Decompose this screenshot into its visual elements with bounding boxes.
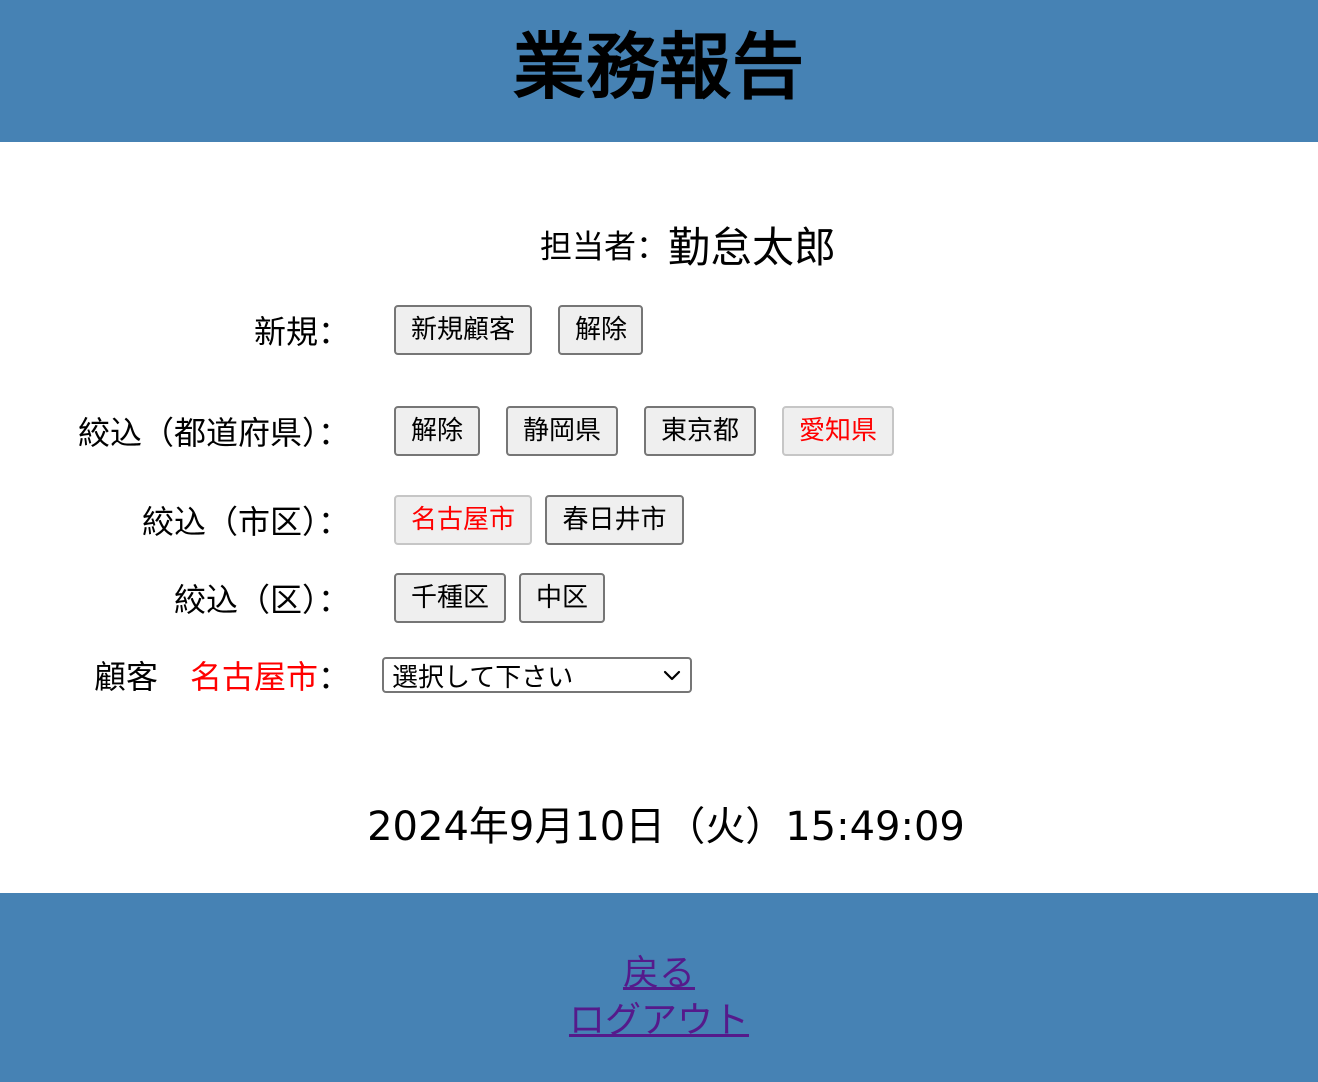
prefecture-filter-label: 絞込（都道府県）： [77,414,350,452]
customer-label: 顧客 名古屋市： [0,652,352,698]
new-buttons: 新規顧客 解除 [394,305,643,355]
city-nagoya-button[interactable]: 名古屋市 [394,495,532,545]
customer-label-suffix: ： [317,658,350,696]
city-filter-label: 絞込（市区）： [141,503,350,541]
prefecture-tokyo-button[interactable]: 東京都 [644,406,756,456]
ward-chikusa-button[interactable]: 千種区 [394,573,506,623]
new-label: 新規： [253,313,350,351]
city-buttons: 名古屋市 春日井市 [394,495,684,545]
page-header: 業務報告 [0,0,1318,142]
prefecture-aichi-button[interactable]: 愛知県 [782,406,894,456]
customer-row: 顧客 名古屋市： 選択して下さい [0,649,692,701]
customer-select-value: 選択して下さい [392,662,574,693]
customer-select[interactable]: 選択して下さい [382,657,692,693]
city-kasugai-button[interactable]: 春日井市 [545,495,684,545]
prefecture-filter-row: 絞込（都道府県）： 解除 静岡県 東京都 愛知県 [0,405,894,457]
person-in-charge: 担当者：勤怠太郎 [0,214,1318,275]
page-title: 業務報告 [512,25,805,109]
customer-label-prefix: 顧客 [93,658,190,696]
logout-link[interactable]: ログアウト [568,999,749,1041]
ward-naka-button[interactable]: 中区 [519,573,605,623]
chevron-down-icon [663,670,681,681]
prefecture-clear-button[interactable]: 解除 [394,406,480,456]
city-filter-row: 絞込（市区）： 名古屋市 春日井市 [0,494,684,546]
ward-filter-row: 絞込（区）： 千種区 中区 [0,572,605,624]
new-customer-button[interactable]: 新規顧客 [394,305,532,355]
person-name: 勤怠太郎 [668,223,837,272]
new-clear-button[interactable]: 解除 [558,305,643,355]
prefecture-shizuoka-button[interactable]: 静岡県 [506,406,618,456]
back-link[interactable]: 戻る [622,953,695,994]
person-label: 担当者： [539,227,668,266]
ward-filter-label: 絞込（区）： [173,581,350,619]
main-content: 担当者：勤怠太郎 新規： 新規顧客 解除 絞込（都道府県）： 解除 静岡県 東京… [0,142,1318,893]
page-footer: 戻る ログアウト [0,893,1318,1082]
new-row: 新規： 新規顧客 解除 [0,304,643,356]
prefecture-buttons: 解除 静岡県 東京都 愛知県 [394,406,894,456]
customer-label-city: 名古屋市 [189,658,318,696]
ward-buttons: 千種区 中区 [394,573,605,623]
current-datetime: 2024年9月10日（火）15:49:09 [367,804,965,850]
